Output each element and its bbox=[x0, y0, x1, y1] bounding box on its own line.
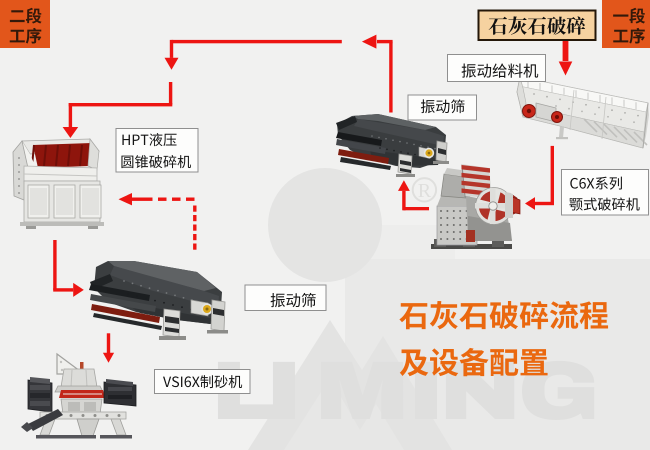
svg-text:R: R bbox=[418, 180, 432, 202]
